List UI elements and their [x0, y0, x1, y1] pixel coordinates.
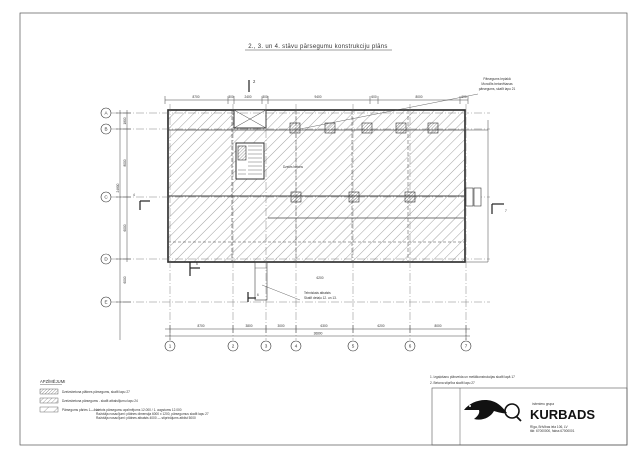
title-block: inženieru grupa KURBADS Rīga, Brīvības i…: [431, 387, 628, 446]
col-axis-1: 1: [169, 344, 172, 349]
opening-note: Pārsegums Ieplakā Monolīts betonēšanas p…: [299, 77, 516, 130]
right-extension: [465, 120, 489, 263]
dim-left-total: 24800: [116, 183, 120, 192]
dim-top-7: 8000: [415, 95, 422, 99]
dim-bottom-2: 3800: [245, 324, 252, 328]
dim-left-2: 8000: [123, 159, 127, 166]
left-dimension-chain: 1800 8000 6000 6000 24800: [116, 110, 131, 340]
opening-note-line-1: Pārsegums Ieplakā: [483, 77, 511, 81]
hole-note-line-2: Skatīt detaļu 12. un 13.: [304, 296, 337, 300]
section-marks: 2 4 5 6 7: [133, 79, 507, 302]
bottom-dimension-chain: 8700 3800 3000 6300 6200 8000 36800: [165, 324, 470, 340]
company-prefix: inženieru grupa: [532, 402, 554, 406]
column-axis-markers: 1 2 3 4 5 6 7: [164, 340, 472, 352]
opening-note-line-3: pārsegums, skatīt lapu 21: [479, 87, 516, 91]
company-address-2: tālr. 67000000, fakss 67000001: [530, 429, 575, 433]
row-axis-markers: A B C D E: [100, 107, 112, 308]
structural-columns: [289, 122, 482, 207]
dim-top-1: 8700: [192, 95, 199, 99]
column-grid-lines: [110, 104, 490, 340]
legend-item-2: Dzelzsbetona pārsegums - skatīt atbalstī…: [62, 399, 138, 403]
opening-note-line-2: Monolīts betonēšanas: [481, 82, 513, 86]
section-mark-c: 5: [196, 262, 198, 266]
company-logo: [464, 400, 522, 422]
room-label: 6200: [316, 276, 323, 280]
company-address-1: Rīga, Brīvības iela 106, LV: [530, 425, 569, 429]
legend-note-2: Ražotāja nosacījumi: plātnes dimensija 6…: [96, 412, 209, 416]
col-axis-7: 7: [465, 344, 468, 349]
legend-item-1: Dzelzsbetona plātnes pārsegums, skatīt l…: [62, 390, 130, 394]
stair-core-opening: [233, 109, 267, 180]
general-note-2: 2. Betona stiprība skatīt lapu 27: [430, 381, 475, 385]
dim-bottom-3: 3000: [277, 324, 284, 328]
row-axis-C: C: [104, 195, 108, 200]
dim-left-1: 1800: [123, 117, 127, 124]
drawing-title: 2., 3. un 4. stāvu pārsegumu konstrukcij…: [248, 44, 388, 50]
section-mark-e: 7: [505, 209, 507, 213]
col-axis-2: 2: [232, 344, 235, 349]
dim-top-8: 600: [461, 95, 467, 99]
general-notes: 1. Izgaļošanu plānveida un metālkonstruk…: [430, 375, 515, 385]
section-mark-a: 2: [253, 79, 256, 84]
dim-top-4: 300: [262, 95, 268, 99]
dim-bottom-1: 8700: [197, 324, 204, 328]
dim-top-5: 9400: [314, 95, 321, 99]
row-axis-E: E: [104, 300, 107, 305]
section-mark-b: 4: [133, 193, 135, 197]
section-mark-d: 6: [257, 293, 259, 297]
legend-swatch-3: [39, 406, 59, 413]
legend-item-3: Pārsegums pāries 1—4ss: [62, 408, 99, 412]
floor-slab: [167, 109, 466, 263]
col-axis-5: 5: [352, 344, 355, 349]
col-axis-3: 3: [265, 344, 268, 349]
dim-bottom-total: 36800: [314, 332, 323, 336]
legend-heading: APZĪMĒJUMI: [40, 379, 65, 384]
dim-left-4: 6000: [123, 276, 127, 283]
legend-swatch-2: [39, 397, 59, 404]
row-axis-D: D: [104, 257, 108, 262]
legend-note-1: Lietots pārsegumu apzīmējums 12.000 / 1.…: [96, 408, 182, 412]
dim-bottom-4: 6300: [320, 324, 327, 328]
dim-top-2: 300: [228, 95, 234, 99]
legend: APZĪMĒJUMI Dzelzsbetona plātnes pārsegum…: [39, 379, 209, 420]
sheet-frame: [19, 12, 628, 446]
technical-opening: Tehniskais atbalsts Skatīt detaļu 12. un…: [254, 261, 337, 301]
slab-mark: Dzelzs betons: [283, 165, 303, 169]
general-note-1: 1. Izgaļošanu plānveida un metālkonstruk…: [430, 375, 515, 379]
dim-bottom-5: 6200: [377, 324, 384, 328]
col-axis-6: 6: [409, 344, 412, 349]
dim-left-3: 6000: [123, 224, 127, 231]
company-name: KURBADS: [530, 407, 595, 422]
hole-note-line-1: Tehniskais atbalsts: [304, 291, 331, 295]
dim-top-6: 600: [371, 95, 377, 99]
legend-note-3: Ražotāja nosacījumi: plātnes atbalsts 40…: [96, 416, 196, 420]
col-axis-4: 4: [295, 344, 298, 349]
dim-bottom-6: 8000: [434, 324, 441, 328]
row-axis-B: B: [104, 127, 107, 132]
dim-top-3: 2400: [244, 95, 251, 99]
legend-swatch-1: [39, 388, 59, 395]
top-dimension-chain: 8700 300 2400 300 9400 600 8000 600: [164, 95, 469, 104]
row-axis-A: A: [104, 111, 108, 116]
